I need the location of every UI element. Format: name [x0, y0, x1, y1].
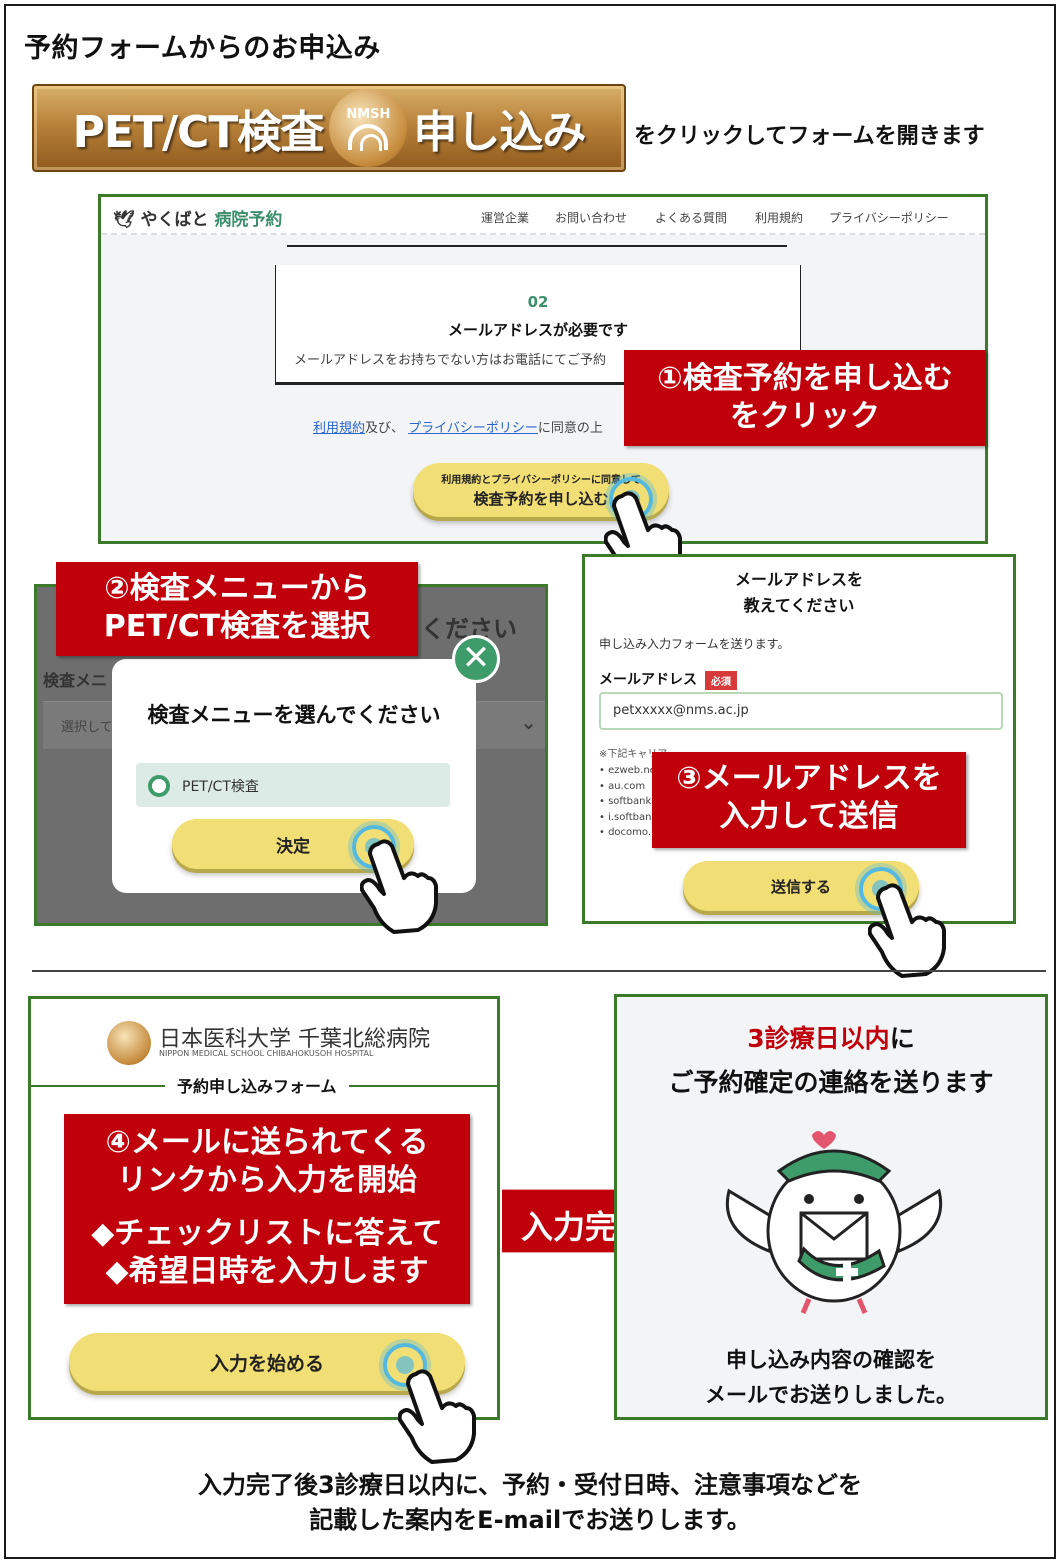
carrier-list: • ezweb.ne • au.com • softbank • i.softb… [599, 763, 656, 841]
site-header: 🕊 やくばと 病院予約 運営企業 お問い合わせ よくある質問 利用規約 プライバ… [101, 197, 985, 235]
result-title: 3診療日以内に [617, 1019, 1045, 1055]
bg-select-text: 選択して [61, 720, 113, 735]
chevron-down-icon: ⌄ [520, 710, 537, 734]
logo-suffix: 病院予約 [214, 210, 283, 230]
pointing-hand-icon [868, 883, 946, 978]
footer-text: 入力完了後3診療日以内に、予約・受付日時、注意事項などを 記載した案内をE-ma… [6, 1468, 1054, 1538]
callout-line2: PET/CT検査を選択 [103, 608, 371, 644]
confirm-label: 決定 [276, 836, 310, 857]
title-line1: メールアドレスを [734, 570, 863, 589]
carrier-item: • au.com [599, 780, 646, 792]
guide-page: 予約フォームからのお申込み PET/CT検査 NMSH 申し込み をクリックして… [4, 4, 1056, 1559]
hospital-en: NIPPON MEDICAL SCHOOL CHIBAHOKUSOH HOSPI… [159, 1049, 374, 1058]
footer-line1: 入力完了後3診療日以内に、予約・受付日時、注意事項などを [198, 1471, 862, 1499]
step3-callout: ③メールアドレスを 入力して送信 [652, 752, 966, 848]
consent-text: 利用規約及び、 プライバシーポリシーに同意の上 [313, 417, 603, 436]
option-label: PET/CT検査 [182, 779, 259, 795]
tap-indicator-icon [383, 1343, 427, 1387]
nav-contact[interactable]: お問い合わせ [555, 211, 628, 225]
site-logo[interactable]: 🕊 やくばと 病院予約 [113, 205, 282, 230]
email-label-text: メールアドレス [599, 672, 697, 688]
confirm-message: 申し込み内容の確認を メールでお送りしました。 [617, 1343, 1045, 1412]
title-red: 3診療日以内 [747, 1024, 890, 1053]
pointing-hand-icon [360, 839, 438, 934]
mascot-dove-icon [725, 1131, 943, 1314]
card-top-line [287, 245, 787, 247]
apply-button-label: 検査予約を申し込む [473, 490, 609, 508]
callout-line2: 入力して送信 [719, 798, 899, 834]
privacy-link[interactable]: プライバシーポリシー [408, 421, 538, 436]
card-text: メールアドレスをお持ちでない方はお電話にてご予約 [294, 353, 607, 368]
logo-prefix: やくばと [140, 210, 209, 230]
page-title: 予約フォームからのお申込み [24, 33, 381, 64]
radio-icon [148, 775, 170, 797]
carrier-item: • i.softban [599, 811, 652, 823]
callout-line2: をクリック [730, 398, 880, 434]
step4-callout: ④メールに送られてくる リンクから入力を開始 ◆チェックリストに答えて ◆希望日… [64, 1114, 470, 1304]
carrier-item: • ezweb.ne [599, 765, 656, 776]
nav-faq[interactable]: よくある質問 [655, 211, 728, 225]
dove-icon: 🕊 [113, 210, 135, 230]
banner-caption: をクリックしてフォームを開きます [634, 124, 985, 149]
carrier-item: • softbank [599, 796, 652, 807]
callout-line3: ◆チェックリストに答えて [91, 1216, 443, 1251]
email-title: メールアドレスを 教えてください [585, 567, 1013, 618]
title-line2: 教えてください [743, 595, 855, 615]
callout-line1: ①検査予約を申し込む [657, 361, 953, 396]
email-input[interactable]: petxxxxx@nms.ac.jp [599, 692, 1003, 730]
start-label: 入力を始める [209, 1352, 324, 1375]
email-label: メールアドレス必須 [599, 669, 737, 690]
confirm-line2: メールでお送りしました。 [705, 1382, 957, 1407]
hospital-logo-icon [107, 1021, 151, 1065]
nmsh-logo-icon: NMSH [329, 89, 408, 167]
form-legend: 予約申し込みフォーム [165, 1073, 349, 1097]
result-subtitle: ご予約確定の連絡を送ります [668, 1068, 994, 1097]
button-label-right: 申し込み [413, 107, 586, 158]
logo-text: NMSH [346, 106, 391, 122]
email-desc: 申し込み入力フォームを送ります。 [599, 637, 790, 651]
bg-label: 検査メニ [43, 671, 108, 690]
carrier-note: ※下記キャリア [599, 749, 668, 760]
nav-company[interactable]: 運営企業 [481, 211, 530, 225]
callout-line1: ②検査メニューから [104, 571, 370, 606]
terms-link[interactable]: 利用規約 [313, 421, 366, 436]
modal-title: 検査メニューを選んでください [147, 703, 441, 727]
pointing-hand-icon [398, 1369, 476, 1464]
submit-label: 送信する [770, 877, 831, 896]
consent-tail: に同意の上 [537, 421, 603, 436]
callout-line1: ③メールアドレスを [676, 761, 942, 796]
hospital-name: 日本医科大学 千葉北総病院 [159, 1027, 430, 1052]
nav-terms[interactable]: 利用規約 [755, 211, 804, 225]
callout-line2: リンクから入力を開始 [117, 1162, 417, 1198]
step3-panel: メールアドレスを 教えてください 申し込み入力フォームを送ります。 メールアドレ… [582, 554, 1016, 924]
step2-callout: ②検査メニューから PET/CT検査を選択 [56, 562, 418, 656]
callout-line1: ④メールに送られてくる [105, 1125, 429, 1160]
consent-mid: 及び、 [365, 421, 405, 436]
exam-menu-modal: 検査メニューを選んでください PET/CT検査 決定 [112, 659, 476, 893]
confirm-line1: 申し込み内容の確認を [726, 1348, 936, 1372]
carrier-item: • docomo. [599, 827, 652, 838]
card-number: 02 [527, 293, 549, 311]
title-tail: に [889, 1024, 915, 1053]
button-label-left: PET/CT検査 [72, 107, 325, 158]
section-divider [32, 970, 1046, 972]
apply-button-small: 利用規約とプライバシーポリシーに同意して [441, 475, 641, 486]
option-pet-ct[interactable]: PET/CT検査 [136, 763, 450, 807]
required-badge: 必須 [705, 670, 737, 690]
close-icon[interactable]: ✕ [452, 635, 500, 683]
pet-ct-apply-button[interactable]: PET/CT検査 NMSH 申し込み [32, 84, 626, 172]
callout-line4: ◆希望日時を入力します [105, 1253, 429, 1289]
footer-line2: 記載した案内をE-mailでお送りします。 [309, 1505, 751, 1534]
step5-panel: 3診療日以内に ご予約確定の連絡を送ります 申し込み内容の確認を メールでお送り… [614, 994, 1048, 1420]
step1-callout: ①検査予約を申し込む をクリック [624, 350, 986, 446]
nav-privacy[interactable]: プライバシーポリシー [829, 211, 949, 225]
card-title: メールアドレスが必要です [447, 321, 628, 339]
